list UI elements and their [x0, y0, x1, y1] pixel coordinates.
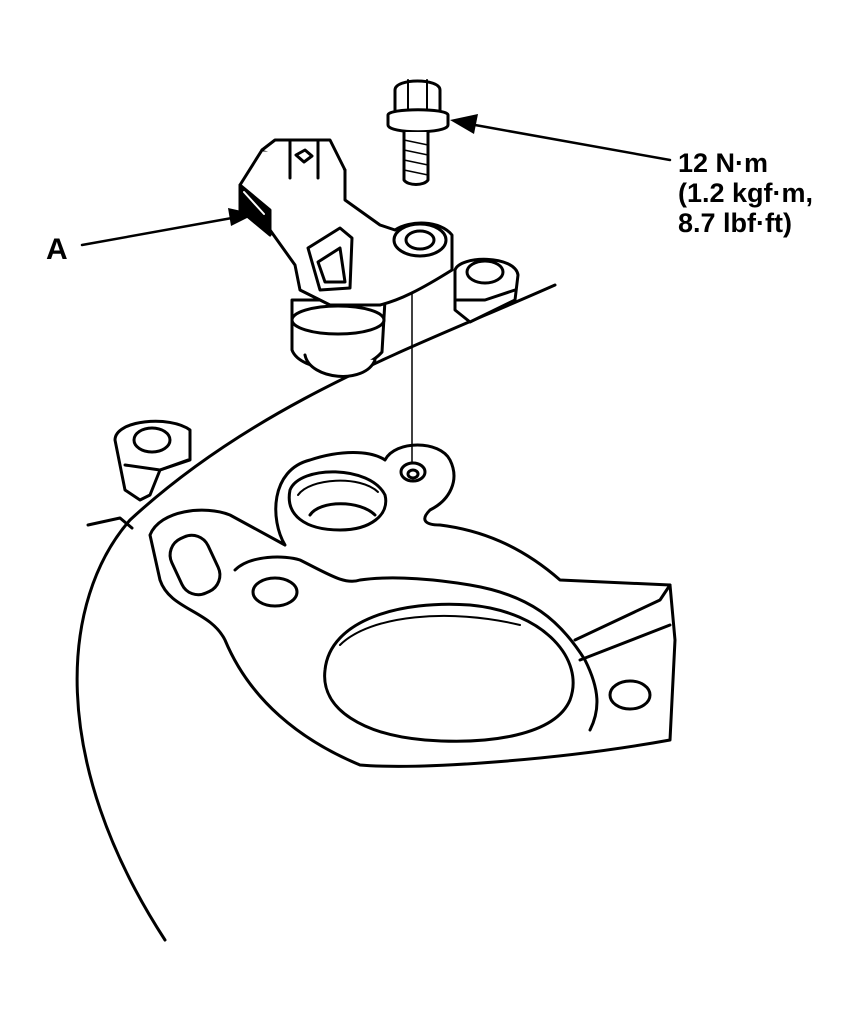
leader-arrow-a [80, 208, 255, 247]
flange-slot [168, 533, 222, 597]
torque-spec-nm: 12 N·m [678, 148, 769, 178]
flange-hole-right [608, 679, 652, 711]
bolt-hole [399, 461, 427, 483]
housing-outer-edge [75, 283, 557, 942]
center-opening [323, 602, 575, 743]
part-a-label: A [46, 233, 68, 266]
housing-boss-right [453, 257, 520, 324]
housing-rim-notch [86, 516, 134, 530]
flange-inner-edge [233, 555, 599, 732]
torque-spec-kgfm: (1.2 kgf·m, [678, 178, 814, 208]
mounting-bolt [386, 79, 450, 186]
housing-boss-left [113, 419, 192, 502]
leader-arrow-torque [450, 114, 672, 162]
torque-spec-lbfft: 8.7 lbf·ft) [678, 208, 792, 238]
torque-spec-label: 12 N·m (1.2 kgf·m, 8.7 lbf·ft) [678, 148, 813, 238]
flange-rib [573, 583, 672, 662]
sensor-bore [287, 470, 388, 532]
flange-hole-left [251, 576, 299, 608]
sensor-a [238, 138, 454, 378]
